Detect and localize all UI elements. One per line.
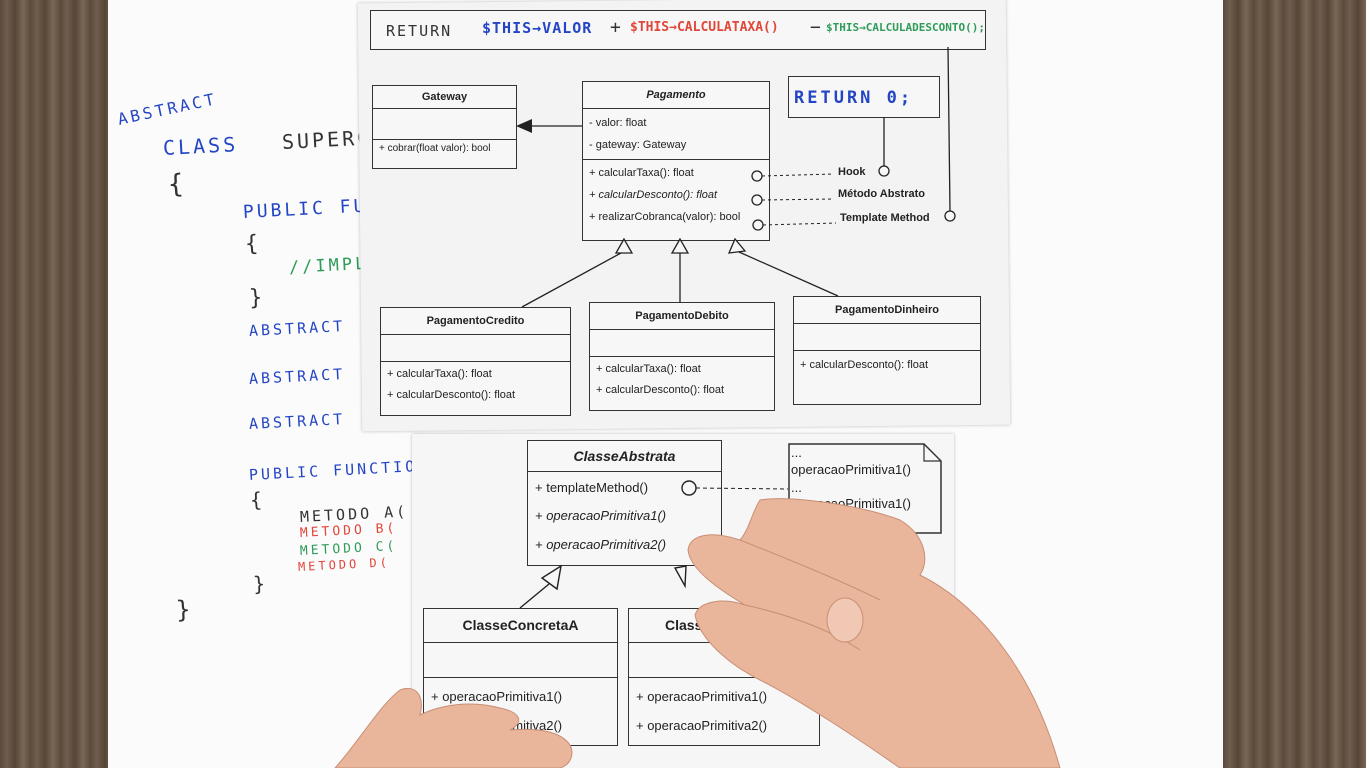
template-method-circle — [681, 480, 697, 496]
classe-abstrata-methods: + templateMethod() + operacaoPrimitiva1(… — [528, 472, 721, 559]
right-hand-finger-line — [739, 539, 881, 601]
pagamento-credito-class: PagamentoCredito + calcularTaxa(): float… — [380, 307, 571, 416]
template-return-line — [947, 46, 951, 212]
classe-abstrata-operacao-1: + operacaoPrimitiva1() — [535, 508, 667, 523]
return-keyword: RETURN — [386, 22, 453, 40]
pagamento-method-realizar-cobranca: + realizarCobranca(valor): bool — [589, 211, 741, 223]
pagamento-dinheiro-attributes — [794, 324, 980, 351]
pagamento-debito-methods: + calcularTaxa(): float + calcularDescon… — [590, 357, 774, 399]
right-hand-finger-line — [744, 604, 861, 651]
return-zero-code: RETURN 0; — [794, 88, 914, 108]
inheritance-arrowhead — [727, 237, 747, 254]
inheritance-line — [521, 252, 622, 308]
classe-concreta-a-method: + operacaoPrimitiva1() — [431, 689, 563, 704]
wood-table-left — [0, 0, 108, 768]
classe-concreta-b-method: + operacaoPrimitiva1() — [636, 689, 768, 704]
pagamento-debito-method: + calcularTaxa(): float — [596, 363, 701, 375]
classe-concreta-a-class-name: ClasseConcretaA — [424, 609, 617, 643]
pagamento-method-calcular-taxa: + calcularTaxa(): float — [589, 167, 694, 179]
template-note-dashed-line — [695, 487, 789, 490]
this-valor-code: $THIS→VALOR — [482, 19, 593, 37]
classe-abstrata-class-name: ClasseAbstrata — [528, 441, 721, 472]
right-hand-thumbnail — [826, 597, 864, 643]
pagamento-attributes: - valor: float - gateway: Gateway — [583, 109, 769, 160]
gateway-methods: + cobrar(float valor): bool — [373, 140, 516, 157]
inheritance-line — [738, 251, 839, 297]
note-line: operacaoPrimitiva1() — [791, 462, 911, 477]
minus-sign: − — [810, 17, 824, 38]
pagamento-debito-class-name: PagamentoDebito — [590, 303, 774, 330]
pagamento-class: Pagamento - valor: float - gateway: Gate… — [582, 81, 770, 241]
classe-abstrata-class: ClasseAbstrata + templateMethod() + oper… — [527, 440, 722, 566]
pagamento-credito-methods: + calcularTaxa(): float + calcularDescon… — [381, 362, 570, 404]
hook-return-circle — [878, 165, 890, 177]
pagamento-credito-class-name: PagamentoCredito — [381, 308, 570, 335]
classe-abstrata-operacao-2: + operacaoPrimitiva2() — [535, 537, 667, 552]
pagamento-dinheiro-class-name: PagamentoDinheiro — [794, 297, 980, 324]
gateway-class-name: Gateway — [373, 86, 516, 109]
left-hand — [334, 688, 573, 768]
pagamento-debito-class: PagamentoDebito + calcularTaxa(): float … — [589, 302, 775, 411]
classe-concreta-b-attributes — [629, 643, 819, 678]
hook-dashed-line — [761, 173, 835, 177]
association-arrowhead — [516, 119, 532, 133]
pagamento-attr-gateway: - gateway: Gateway — [589, 139, 687, 151]
inheritance-line — [519, 583, 550, 609]
classe-concreta-b-methods: + operacaoPrimitiva1() + operacaoPrimiti… — [629, 678, 819, 738]
annotation-hook: Hook — [838, 166, 866, 178]
return-code-box — [370, 10, 986, 50]
template-dashed-line — [762, 222, 837, 226]
pagamento-attr-valor: - valor: float — [589, 117, 647, 129]
pagamento-class-name: Pagamento — [583, 82, 769, 109]
inheritance-arrowhead — [614, 237, 634, 254]
note-line: ... — [791, 445, 802, 460]
inheritance-arrowhead — [540, 564, 562, 591]
annotation-metodo-abstrato: Método Abstrato — [838, 188, 925, 200]
return-zero-box — [788, 76, 940, 118]
pagamento-methods: + calcularTaxa(): float + calcularDescon… — [583, 160, 769, 230]
classe-abstrata-template-method: + templateMethod() — [535, 480, 649, 495]
inheritance-arrowhead — [673, 565, 687, 589]
gateway-class: Gateway + cobrar(float valor): bool — [372, 85, 517, 169]
this-calcula-taxa-code: $THIS→CALCULATAXA() — [630, 20, 779, 35]
classe-concreta-b-method: + operacaoPrimitiva2() — [636, 718, 768, 733]
right-hand — [687, 498, 1061, 768]
annotation-template-method: Template Method — [840, 212, 930, 224]
pagamento-dinheiro-method: + calcularDesconto(): float — [800, 359, 929, 371]
abstract-circle — [751, 194, 763, 206]
pagamento-debito-method: + calcularDesconto(): float — [596, 384, 725, 396]
pagamento-dinheiro-class: PagamentoDinheiro + calcularDesconto(): … — [793, 296, 981, 405]
pagamento-dinheiro-methods: + calcularDesconto(): float — [794, 351, 980, 374]
this-calcula-desconto-code: $THIS→CALCULADESCONTO(); — [826, 21, 985, 34]
abstract-dashed-line — [761, 198, 835, 201]
pagamento-method-calcular-desconto: + calcularDesconto(): float — [589, 189, 718, 201]
pagamento-credito-attributes — [381, 335, 570, 362]
classe-concreta-a-attributes — [424, 643, 617, 678]
wood-table-right — [1223, 0, 1366, 768]
template-return-circle — [944, 210, 956, 222]
plus-sign: + — [610, 17, 624, 38]
gateway-attributes — [373, 109, 516, 140]
template-circle — [752, 219, 764, 231]
hook-circle — [751, 170, 763, 182]
pagamento-credito-method: + calcularTaxa(): float — [387, 368, 492, 380]
pagamento-credito-method: + calcularDesconto(): float — [387, 389, 516, 401]
gateway-method: + cobrar(float valor): bool — [379, 143, 491, 154]
pagamento-debito-attributes — [590, 330, 774, 357]
note-line: ... — [791, 480, 802, 495]
inheritance-arrowhead — [670, 237, 690, 254]
